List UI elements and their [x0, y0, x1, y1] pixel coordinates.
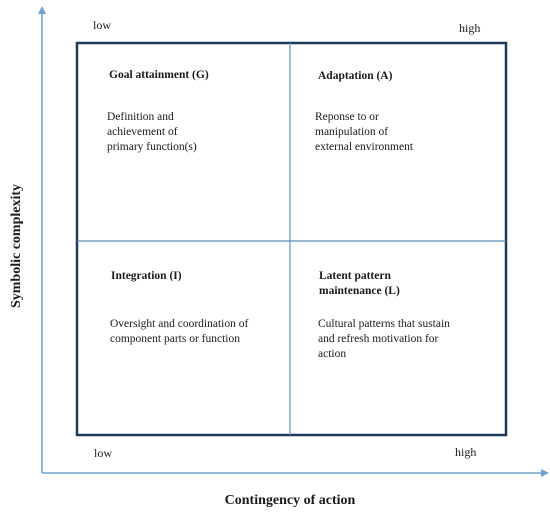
bottom-left-low-label: low: [94, 446, 112, 460]
bottom-right-high-label: high: [455, 445, 477, 459]
integration-title: Integration (I): [111, 270, 182, 282]
adaptation-title: Adaptation (A): [318, 70, 393, 82]
top-left-low-label: low: [93, 18, 111, 32]
adaptation-description: Reponse to or manipulation of external e…: [315, 111, 414, 153]
goal-attainment-title: Goal attainment (G): [109, 69, 209, 81]
goal-attainment-description: Definition and achievement of primary fu…: [107, 111, 197, 153]
y-axis-label: Symbolic complexity: [9, 183, 24, 309]
x-axis-label: Contingency of action: [224, 493, 356, 508]
latent-pattern-title: Latent pattern maintenance (L): [319, 270, 400, 297]
latent-pattern-description: Cultural patterns that sustain and refre…: [318, 318, 450, 360]
top-right-high-label: high: [459, 21, 481, 35]
quadrant-frame: [75, 41, 508, 437]
integration-description: Oversight and coordination of component …: [110, 318, 249, 345]
